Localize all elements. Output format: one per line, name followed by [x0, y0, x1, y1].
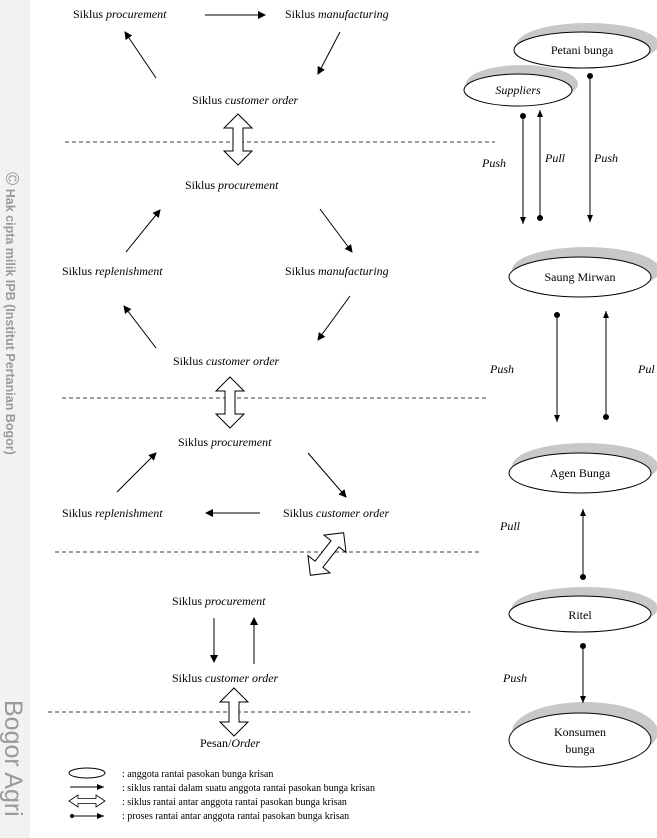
- label-push-1: Push: [481, 156, 506, 170]
- legend-text-internal-cycle: : siklus rantai dalam suatu anggota rant…: [122, 783, 375, 794]
- label-s1-manufacturing: Siklus manufacturing: [285, 7, 389, 21]
- inter-member-double-arrows: [214, 113, 347, 737]
- label-pull-4: Pull: [499, 519, 521, 533]
- legend-double-arrow-symbol: [68, 794, 106, 808]
- label-s1-customer-order: Siklus customer order: [192, 93, 299, 107]
- node-agen-bunga: Agen Bunga: [508, 443, 657, 494]
- arrow-s3-repl-to-proc: [116, 452, 157, 493]
- node-ritel: Ritel: [508, 587, 657, 633]
- legend: : anggota rantai pasokan bunga krisan : …: [68, 767, 375, 822]
- label-s2-manufacturing: Siklus manufacturing: [285, 264, 389, 278]
- node-suppliers-label: Suppliers: [495, 83, 541, 97]
- label-s2-customer-order: Siklus customer order: [173, 354, 280, 368]
- node-ritel-label: Ritel: [568, 608, 592, 622]
- node-konsumen-label-2: bunga: [565, 742, 595, 756]
- label-pull-1: Pull: [544, 151, 566, 165]
- arrow-s3-proc-to-order: [307, 452, 347, 498]
- arrow-s2-proc-to-manuf: [319, 208, 353, 253]
- label-s2-replenishment: Siklus replenishment: [62, 264, 163, 278]
- label-push-5: Push: [502, 671, 527, 685]
- arrow-s2-repl-to-proc: [125, 209, 161, 253]
- cycle-labels: Siklus procurement Siklus manufacturing …: [62, 7, 390, 750]
- node-agen-bunga-label: Agen Bunga: [550, 466, 611, 480]
- node-petani-bunga-label: Petani bunga: [551, 43, 614, 57]
- label-push-2: Push: [593, 151, 618, 165]
- node-petani-bunga: Petani bunga: [513, 23, 657, 69]
- node-saung-mirwan: Saung Mirwan: [508, 247, 657, 298]
- label-s2-procurement: Siklus procurement: [185, 178, 279, 192]
- label-s3-replenishment: Siklus replenishment: [62, 506, 163, 520]
- legend-ellipse-symbol: [68, 767, 106, 779]
- double-arrow-2: [214, 376, 246, 429]
- double-arrow-4: [218, 687, 250, 737]
- arrow-s2-order-to-repl: [123, 305, 157, 349]
- node-suppliers: Suppliers: [463, 65, 578, 107]
- legend-text-process: : proses rantai antar anggota rantai pas…: [122, 811, 349, 822]
- label-pull-3: Pul: [637, 362, 655, 376]
- label-push-3: Push: [489, 362, 514, 376]
- process-labels: Push Pull Push Push Pul Pull Push: [481, 151, 655, 685]
- label-s4-procurement: Siklus procurement: [172, 594, 266, 608]
- arrow-s1-manuf-to-order: [317, 31, 341, 75]
- label-s3-customer-order: Siklus customer order: [283, 506, 390, 520]
- label-s3-procurement: Siklus procurement: [178, 435, 272, 449]
- legend-text-inter-cycle: : siklus rantai antar anggota rantai pas…: [122, 797, 347, 808]
- arrow-s1-order-to-proc: [124, 31, 157, 79]
- section-separators: [48, 141, 495, 713]
- arrow-s2-manuf-to-order: [317, 295, 351, 341]
- legend-text-member: : anggota rantai pasokan bunga krisan: [122, 769, 273, 780]
- internal-cycle-arrows: [116, 11, 353, 664]
- label-s1-procurement: Siklus procurement: [73, 7, 167, 21]
- process-arrows: [520, 73, 609, 703]
- node-konsumen-bunga: Konsumen bunga: [508, 702, 657, 768]
- label-s4-pesan-order: Pesan/Order: [200, 736, 261, 750]
- node-saung-mirwan-label: Saung Mirwan: [545, 270, 616, 284]
- watermark-strip: © Hak cipta milik IPB (Institut Pertania…: [0, 0, 30, 838]
- node-konsumen-label-1: Konsumen: [554, 725, 606, 739]
- legend-process-arrow-symbol: [70, 813, 104, 819]
- double-arrow-1: [222, 113, 254, 166]
- double-arrow-3: [307, 532, 347, 576]
- label-s4-customer-order: Siklus customer order: [172, 671, 279, 685]
- supply-chain-members: Petani bunga Suppliers Saung Mirwan Agen…: [463, 23, 657, 768]
